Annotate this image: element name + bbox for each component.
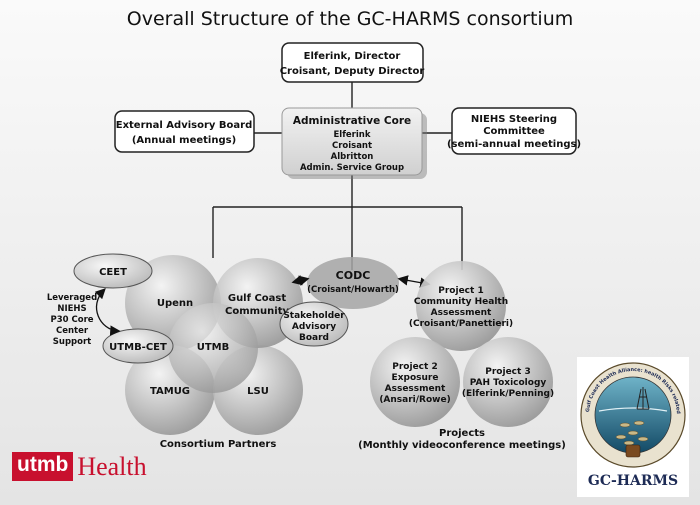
project-3-circle (463, 337, 553, 427)
svg-text:Board: Board (299, 333, 329, 343)
svg-text:LSU: LSU (247, 386, 269, 397)
codc: CODC (Croisant/Howarth) (307, 257, 399, 309)
svg-text:NIEHS: NIEHS (57, 304, 86, 314)
ceet-ellipse (73, 253, 153, 289)
svg-text:Gulf Coast: Gulf Coast (228, 293, 286, 304)
svg-text:PAH Toxicology: PAH Toxicology (470, 378, 547, 388)
projects-caption: Projects (439, 428, 485, 439)
svg-text:External Advisory Board: External Advisory Board (116, 120, 252, 131)
leveraged-arrow (94, 288, 121, 336)
svg-text:(Ansari/Rowe): (Ansari/Rowe) (379, 395, 450, 405)
leveraged-label: Leveraged NIEHS P30 Core Center Support (47, 293, 97, 347)
svg-text:Stakeholder: Stakeholder (283, 311, 345, 321)
svg-text:Advisory: Advisory (292, 322, 336, 332)
svg-text:UTMB: UTMB (197, 342, 230, 353)
svg-text:Project 3: Project 3 (485, 367, 530, 377)
svg-text:Croisant: Croisant (332, 141, 372, 151)
oil-rig-icon (636, 387, 650, 410)
svg-text:CEET: CEET (99, 267, 127, 278)
svg-text:Exposure: Exposure (392, 373, 439, 383)
utmb-mark: utmb (12, 452, 74, 481)
svg-text:Support: Support (53, 337, 91, 347)
barrel-icon (625, 444, 641, 458)
gc-harms-logo-text: GC-HARMS (588, 473, 678, 489)
connector-lines (212, 82, 463, 270)
svg-text:Assessment: Assessment (431, 308, 492, 318)
external-advisory-board: External Advisory Board (Annual meetings… (114, 110, 255, 153)
projects-meetings-caption: (Monthly videoconference meetings) (358, 440, 566, 451)
stakeholder-advisory-board: Stakeholder Advisory Board (279, 301, 349, 347)
svg-text:P30 Core: P30 Core (50, 315, 93, 325)
projects: Project 1 Community Health Assessment (C… (358, 261, 566, 451)
svg-text:TAMUG: TAMUG (150, 386, 190, 397)
svg-text:(Croisant/Panettieri): (Croisant/Panettieri) (409, 319, 513, 329)
project-1-circle (416, 261, 506, 351)
niehs-steering-committee: NIEHS Steering Committee (semi-annual me… (447, 107, 581, 155)
consortium-partners-caption: Consortium Partners (160, 439, 277, 450)
svg-text:Center: Center (56, 326, 89, 336)
gc-harms-logo: Gulf Coast Health Alliance: health Risks… (575, 353, 689, 497)
project-2-circle (370, 337, 460, 427)
utmb-health-logo: utmb Health (12, 452, 147, 481)
svg-text:Community: Community (225, 306, 289, 317)
utmb-cet-ellipse (102, 328, 174, 364)
fish-school-icon (615, 420, 649, 446)
page-title: Overall Structure of the GC-HARMS consor… (127, 8, 574, 30)
svg-text:Administrative Core: Administrative Core (293, 115, 411, 127)
svg-text:Elferink: Elferink (334, 130, 371, 140)
svg-text:Project 2: Project 2 (392, 362, 437, 372)
svg-text:(Annual meetings): (Annual meetings) (132, 135, 236, 146)
svg-text:Croisant, Deputy Director: Croisant, Deputy Director (280, 66, 425, 77)
svg-text:Project 1: Project 1 (438, 286, 483, 296)
director-box: Elferink, Director Croisant, Deputy Dire… (280, 42, 425, 83)
svg-text:CODC: CODC (336, 269, 371, 282)
svg-text:Leveraged: Leveraged (47, 293, 97, 303)
svg-text:(semi-annual meetings): (semi-annual meetings) (447, 139, 581, 150)
consortium-partners: CEET Upenn UTMB-CET UTMB TAMUG LSU Gulf … (47, 253, 303, 450)
svg-text:Community Health: Community Health (414, 297, 508, 307)
utmb-circle (168, 303, 258, 393)
svg-text:(Elferink/Penning): (Elferink/Penning) (462, 389, 554, 399)
svg-text:NIEHS Steering: NIEHS Steering (471, 114, 557, 125)
svg-text:Upenn: Upenn (157, 298, 193, 309)
svg-text:Elferink, Director: Elferink, Director (304, 51, 401, 62)
svg-text:Assessment: Assessment (385, 384, 446, 394)
svg-text:UTMB-CET: UTMB-CET (109, 342, 167, 353)
svg-text:Admin. Service Group: Admin. Service Group (300, 163, 404, 173)
svg-text:Committee: Committee (483, 126, 545, 137)
svg-text:(Croisant/Howarth): (Croisant/Howarth) (307, 285, 399, 295)
svg-text:Albritton: Albritton (331, 152, 374, 162)
utmb-health-text: Health (77, 451, 147, 481)
administrative-core: Administrative Core Elferink Croisant Al… (281, 107, 427, 179)
